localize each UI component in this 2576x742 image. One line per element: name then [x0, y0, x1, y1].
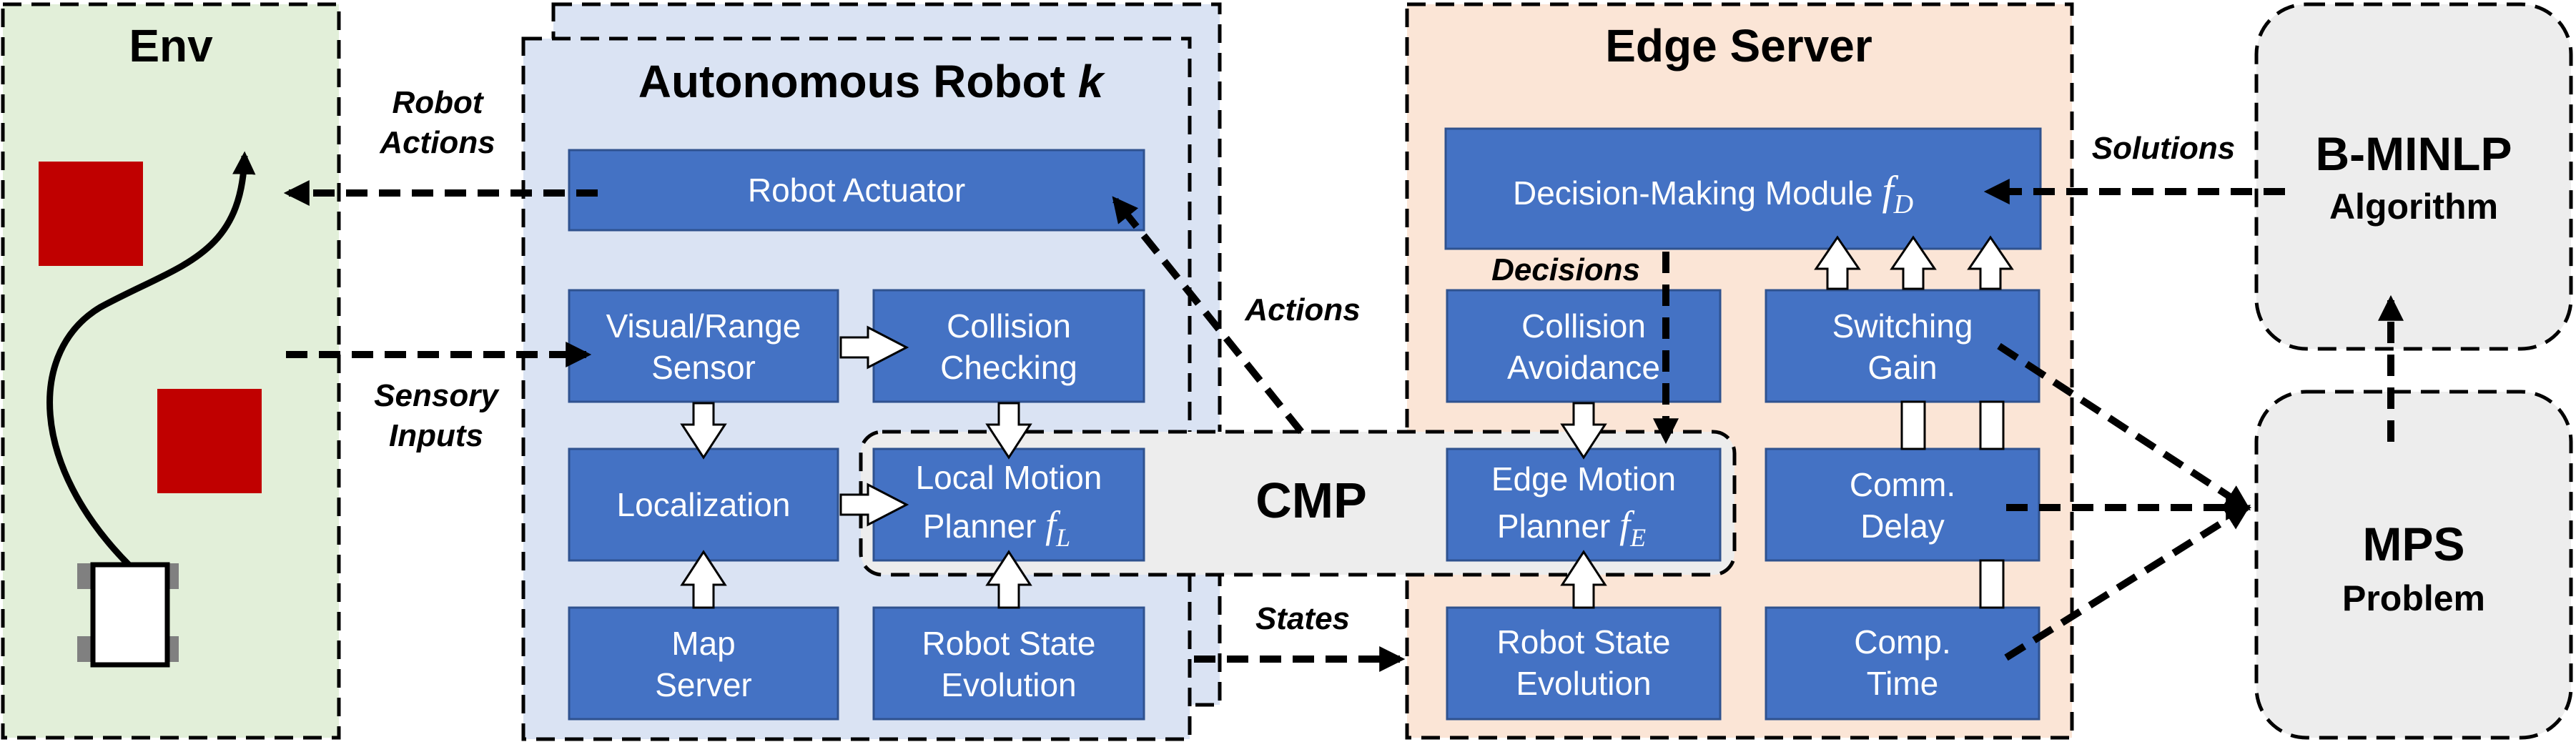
- obstacle-1: [39, 162, 143, 266]
- local-motion-planner-block: Local Motion Planner fL: [872, 447, 1145, 562]
- edge-robot-state-evolution-block: Robot State Evolution: [1446, 606, 1722, 721]
- algorithm-box-border: [2254, 2, 2573, 351]
- svg-text:Evolution: Evolution: [1516, 665, 1651, 702]
- env-panel-border: [1, 2, 341, 740]
- sensor-to-checking-arrow: [839, 325, 909, 370]
- actions-arrow: [1112, 196, 1304, 435]
- map-to-localization-arrow: [680, 550, 727, 609]
- block-arrows: [680, 235, 2014, 609]
- decisions-label: Decisions: [1491, 252, 1640, 287]
- svg-text:Avoidance: Avoidance: [1507, 349, 1660, 386]
- time-to-mps-arrow: [2004, 504, 2251, 661]
- sensory-inputs-label-line1: Sensory: [374, 378, 500, 413]
- collision-checking-block: Collision Checking: [872, 289, 1145, 403]
- svg-text:Switching: Switching: [1832, 307, 1973, 345]
- svg-text:Gain: Gain: [1867, 349, 1937, 386]
- avoidance-to-edge-planner-arrow: [1560, 402, 1607, 460]
- edge-motion-planner-block: Edge Motion Planner fE: [1446, 447, 1722, 562]
- algorithm-subtitle: Algorithm: [2329, 187, 2498, 227]
- svg-text:Map: Map: [671, 625, 735, 662]
- decision-making-module-block: Decision-Making Module fD: [1444, 127, 2042, 250]
- svg-text:Comm.: Comm.: [1850, 466, 1955, 503]
- svg-text:Robot State: Robot State: [922, 625, 1096, 662]
- svg-text:Delay: Delay: [1860, 508, 1945, 545]
- gain-to-mps-arrow: [1997, 342, 2251, 511]
- sensor-to-localization-arrow: [680, 402, 727, 460]
- svg-text:Collision: Collision: [1521, 307, 1646, 345]
- mps-box: MPS Problem: [2254, 390, 2573, 740]
- svg-text:Server: Server: [655, 666, 751, 703]
- svg-text:Robot State: Robot State: [1497, 623, 1671, 661]
- checking-to-planner-arrow: [985, 402, 1032, 460]
- robot-actuator-block: Robot Actuator: [568, 149, 1145, 232]
- map-server-block: Map Server: [568, 606, 839, 721]
- obstacle-2: [157, 389, 262, 493]
- svg-text:Comp.: Comp.: [1854, 623, 1950, 661]
- robot-trajectory: [46, 151, 256, 569]
- svg-text:Sensor: Sensor: [651, 349, 756, 386]
- edge-state-to-edge-planner-arrow: [1560, 550, 1607, 609]
- gain-delay-bar-2: [1979, 400, 2005, 450]
- edge-title: Edge Server: [1605, 20, 1872, 71]
- svg-text:Evolution: Evolution: [941, 666, 1076, 703]
- gain-delay-bar-1: [1900, 400, 1926, 450]
- cmp-label: CMP: [1255, 473, 1367, 528]
- svg-text:Edge Motion: Edge Motion: [1491, 460, 1676, 498]
- comp-time-block: Comp. Time: [1765, 606, 2040, 721]
- svg-text:Local Motion: Local Motion: [916, 459, 1102, 496]
- env-title: Env: [129, 20, 213, 71]
- algorithm-title: B-MINLP: [2316, 127, 2512, 180]
- arrow-labels: Robot Actions Sensory Inputs Actions Sta…: [374, 85, 2235, 636]
- svg-text:Planner fE: Planner fE: [1497, 503, 1646, 552]
- env-panel: Env: [1, 2, 341, 740]
- mps-subtitle: Problem: [2342, 578, 2485, 618]
- localization-block: Localization: [568, 447, 839, 562]
- dashed-arrows: [283, 179, 2404, 672]
- localization-to-planner-arrow: [839, 483, 909, 527]
- delay-time-bar-2: [1979, 559, 2005, 609]
- svg-text:Collision: Collision: [947, 307, 1071, 345]
- svg-text:Time: Time: [1867, 665, 1939, 702]
- gain-to-decision-arrow-3: [1967, 235, 2014, 290]
- svg-text:Visual/Range: Visual/Range: [606, 307, 801, 345]
- visual-range-sensor-block: Visual/Range Sensor: [568, 289, 839, 403]
- switching-gain-block: Switching Gain: [1765, 289, 2040, 403]
- collision-avoidance-block: Collision Avoidance: [1446, 289, 1722, 403]
- actions-label: Actions: [1244, 292, 1360, 327]
- gain-to-decision-arrow-1: [1814, 235, 1861, 290]
- robot-actions-label-line1: Robot: [392, 85, 484, 120]
- svg-text:Planner fL: Planner fL: [923, 503, 1070, 552]
- state-to-local-planner-arrow: [985, 550, 1032, 609]
- robot-icon: [77, 562, 179, 668]
- gain-to-decision-arrow-2: [1890, 235, 1937, 290]
- mps-title: MPS: [2362, 518, 2464, 570]
- algorithm-box: B-MINLP Algorithm: [2254, 2, 2573, 351]
- robot-state-evolution-block: Robot State Evolution: [872, 606, 1145, 721]
- robot-title: Autonomous Robot k: [638, 56, 1106, 107]
- svg-text:Decision-Making Module fD: Decision-Making Module fD: [1513, 167, 1913, 219]
- svg-text:Localization: Localization: [617, 486, 791, 523]
- svg-text:Robot Actuator: Robot Actuator: [748, 172, 965, 209]
- solutions-label: Solutions: [2092, 131, 2235, 166]
- states-label: States: [1255, 601, 1350, 636]
- comm-delay-block: Comm. Delay: [1765, 447, 2040, 562]
- svg-text:Checking: Checking: [940, 349, 1077, 386]
- mps-box-border: [2254, 390, 2573, 740]
- robot-actions-label-line2: Actions: [379, 125, 495, 160]
- sensory-inputs-label-line2: Inputs: [389, 418, 483, 453]
